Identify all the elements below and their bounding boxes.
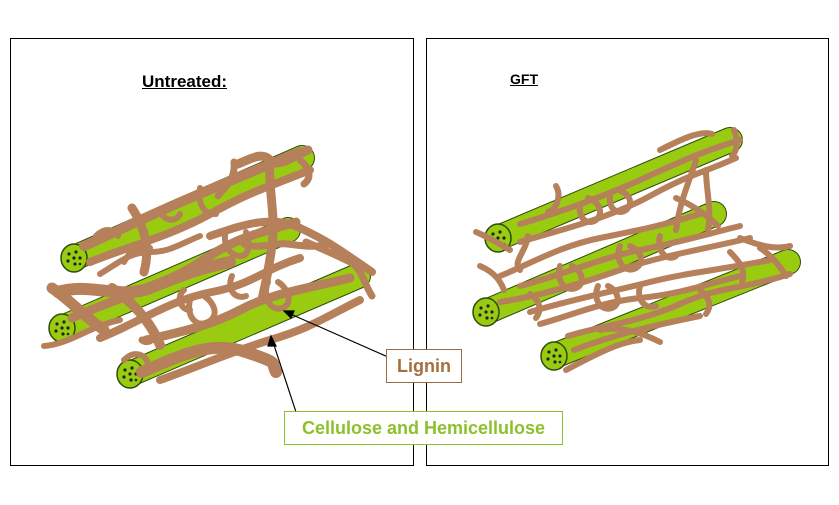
label-arrows bbox=[267, 310, 389, 413]
untreated-fibers bbox=[41, 145, 376, 389]
panel-title-gft: GFT bbox=[510, 71, 538, 87]
lignin-label: Lignin bbox=[386, 349, 462, 383]
gft-fibers bbox=[472, 127, 801, 373]
lignin-network-gft bbox=[473, 127, 793, 373]
lignin-network-untreated bbox=[41, 145, 376, 384]
panel-title-untreated: Untreated: bbox=[142, 72, 228, 91]
cellulose-rod-top bbox=[60, 145, 315, 273]
cellulose-hemicellulose-label: Cellulose and Hemicellulose bbox=[284, 411, 563, 445]
